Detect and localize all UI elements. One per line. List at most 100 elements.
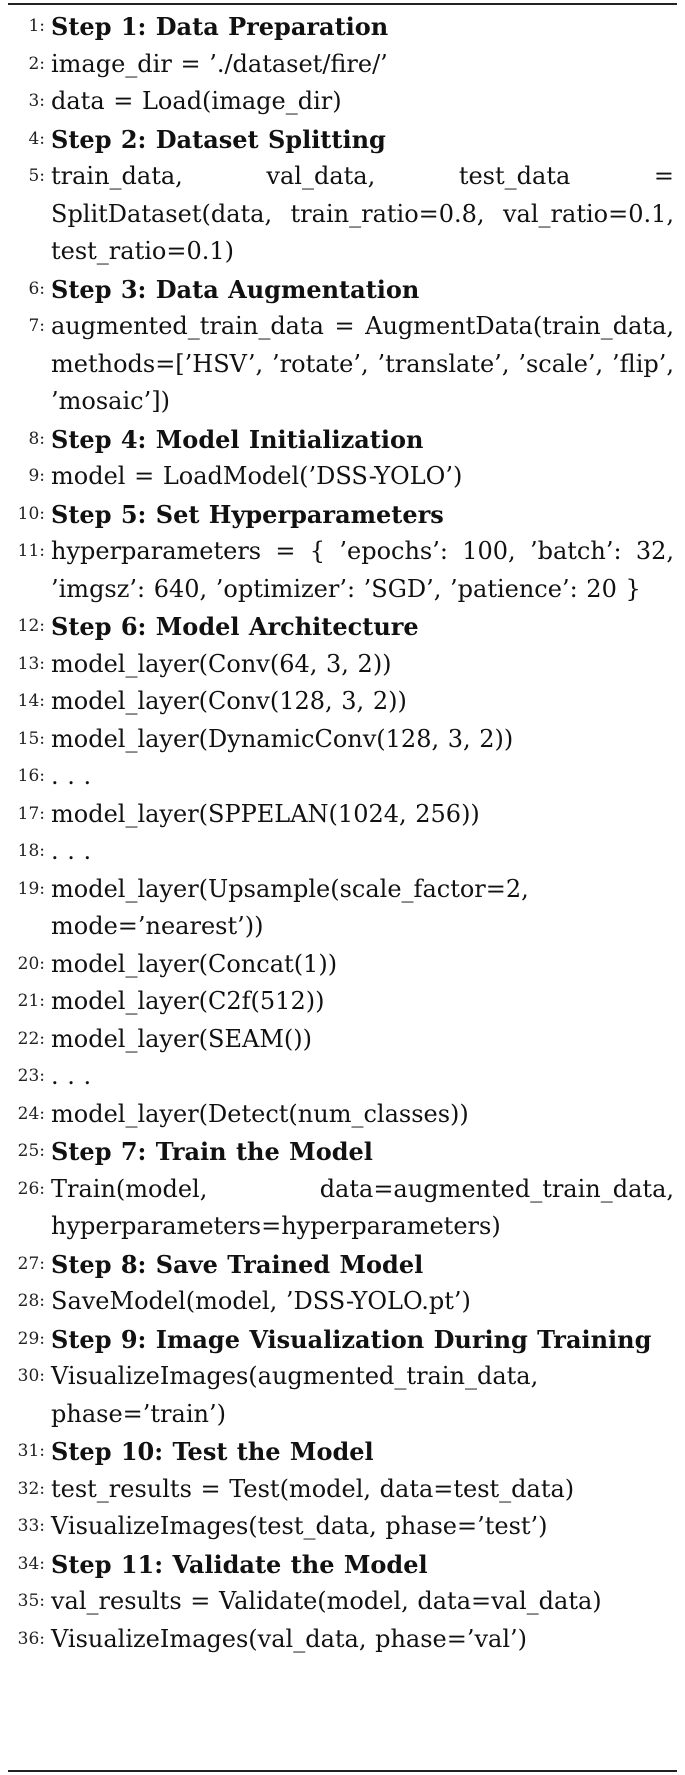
code-statement: test_results = Test(model, data=test_dat… [51, 1474, 575, 1503]
code-statement: model_layer(Concat(1)) [51, 949, 338, 978]
code-statement: model_layer(C2f(512)) [51, 987, 325, 1015]
line-number: 9: [28, 466, 45, 486]
algorithm-line: 33: VisualizeImages(test_data, phase=’tes… [0, 1508, 685, 1546]
algorithm-line: 13:model_layer(Conv(64, 3, 2)) [0, 646, 685, 684]
line-number: 23: [17, 1066, 45, 1086]
algorithm-line: 7: augmented_train_data = AugmentData(tra… [0, 308, 685, 421]
code-statement: model_layer(DynamicConv(128, 3, 2)) [51, 724, 514, 753]
step-heading-line: 12:Step 6: Model Architecture [0, 608, 685, 646]
code-statement: Train(model, data=augmented_train_data, … [51, 1174, 674, 1241]
algorithm-line: 30: VisualizeImages(augmented_train_data,… [0, 1358, 685, 1433]
algorithm-line: 22: model_layer(SEAM()) [0, 1021, 685, 1059]
step-heading-line: 1: Step 1: Data Preparation [0, 8, 685, 46]
code-statement: val_results = Validate(model, data=val_d… [51, 1587, 602, 1615]
code-statement: VisualizeImages(augmented_train_data, ph… [51, 1362, 539, 1428]
algorithm-line: 16: . . . [0, 758, 685, 796]
code-statement: hyperparameters = { ’epochs’: 100, ’batc… [51, 537, 674, 603]
step-heading-line: 6:Step 3: Data Augmentation [0, 271, 685, 309]
line-number: 33: [17, 1516, 45, 1536]
line-number: 21: [17, 991, 45, 1011]
algorithm-line: 35: val_results = Validate(model, data=va… [0, 1583, 685, 1621]
step-heading: Step 11: Validate the Model [51, 1549, 428, 1579]
line-number: 3: [28, 91, 45, 111]
line-number: 22: [17, 1028, 45, 1049]
code-statement: train_data, val_data, test_data = SplitD… [51, 162, 674, 265]
step-heading: Step 1: Data Preparation [51, 12, 389, 41]
line-number: 20: [17, 953, 45, 974]
algorithm-line: 2: image_dir = ’./dataset/fire/’ [0, 46, 685, 84]
line-number: 2: [28, 53, 45, 74]
line-number: 19: [17, 878, 45, 899]
step-heading: Step 5: Set Hyperparameters [51, 499, 444, 529]
line-number: 30: [17, 1366, 45, 1386]
code-statement: data = Load(image_dir) [51, 87, 342, 115]
code-statement: . . . [51, 837, 92, 865]
line-number: 18: [17, 841, 45, 861]
code-statement: augmented_train_data = AugmentData(train… [51, 312, 674, 415]
algorithm-line: 24: model_layer(Detect(num_classes)) [0, 1096, 685, 1134]
step-heading: Step 6: Model Architecture [51, 612, 419, 641]
algorithm-line: 9: model = LoadModel(’DSS-YOLO’) [0, 458, 685, 496]
line-number: 1: [28, 16, 45, 36]
line-number: 32: [17, 1478, 45, 1499]
algorithm-line: 36: VisualizeImages(val_data, phase=’val’… [0, 1621, 685, 1659]
step-heading-line: 8:Step 4: Model Initialization [0, 421, 685, 459]
code-statement: SaveModel(model, ’DSS-YOLO.pt’) [51, 1287, 471, 1315]
code-statement: . . . [51, 762, 92, 790]
line-number: 15: [17, 728, 45, 749]
step-heading: Step 7: Train the Model [51, 1137, 373, 1166]
step-heading-line: 34:Step 11: Validate the Model [0, 1546, 685, 1584]
algorithm-line: 20: model_layer(Concat(1)) [0, 946, 685, 984]
line-number: 29: [17, 1328, 45, 1349]
line-number: 35: [17, 1591, 45, 1611]
code-statement: model_layer(SEAM()) [51, 1024, 312, 1053]
code-statement: model_layer(Conv(128, 3, 2)) [51, 687, 407, 715]
code-statement: model_layer(Upsample(scale_factor=2, mod… [51, 874, 529, 941]
line-number: 14: [17, 691, 45, 711]
algorithm-line: 18: . . . [0, 833, 685, 871]
line-number: 36: [17, 1628, 45, 1649]
line-number: 17: [17, 803, 45, 824]
line-number: 4: [28, 128, 45, 149]
line-number: 8: [28, 428, 45, 449]
line-number: 16: [17, 766, 45, 786]
line-number: 5: [28, 166, 45, 186]
line-number: 10: [17, 503, 45, 524]
line-number: 28: [17, 1291, 45, 1311]
step-heading-line: 29:Step 9: Image Visualization During Tr… [0, 1321, 685, 1359]
step-heading: Step 10: Test the Model [51, 1437, 374, 1466]
algorithm-line: 14: model_layer(Conv(128, 3, 2)) [0, 683, 685, 721]
algorithm-line: 32: test_results = Test(model, data=test_… [0, 1471, 685, 1509]
code-statement: model = LoadModel(’DSS-YOLO’) [51, 462, 463, 490]
algorithm-line: 11: hyperparameters = { ’epochs’: 100, ’b… [0, 533, 685, 608]
line-number: 6: [28, 278, 45, 299]
line-number: 24: [17, 1103, 45, 1124]
step-heading: Step 8: Save Trained Model [51, 1249, 424, 1279]
line-number: 11: [17, 541, 45, 561]
step-heading-line: 25: Step 7: Train the Model [0, 1133, 685, 1171]
code-statement: VisualizeImages(test_data, phase=’test’) [51, 1512, 548, 1540]
line-number: 25: [17, 1141, 45, 1161]
top-rule [8, 3, 677, 5]
algorithm-line: 28: SaveModel(model, ’DSS-YOLO.pt’) [0, 1283, 685, 1321]
code-statement: model_layer(Conv(64, 3, 2)) [51, 649, 392, 678]
algorithm-line: 15: model_layer(DynamicConv(128, 3, 2)) [0, 721, 685, 759]
line-number: 7: [28, 316, 45, 336]
algorithm-line: 17: model_layer(SPPELAN(1024, 256)) [0, 796, 685, 834]
algorithm-line: 5: train_data, val_data, test_data = Spli… [0, 158, 685, 271]
algorithm-line: 26: Train(model, data=augmented_train_dat… [0, 1171, 685, 1246]
algorithm-line: 21: model_layer(C2f(512)) [0, 983, 685, 1021]
code-statement: model_layer(Detect(num_classes)) [51, 1099, 469, 1128]
algorithm-line: 3: data = Load(image_dir) [0, 83, 685, 121]
algorithm-line: 23: . . . [0, 1058, 685, 1096]
step-heading-line: 4:Step 2: Dataset Splitting [0, 121, 685, 159]
code-statement: image_dir = ’./dataset/fire/’ [51, 49, 388, 78]
algorithm-line: 19: model_layer(Upsample(scale_factor=2, … [0, 871, 685, 946]
code-statement: model_layer(SPPELAN(1024, 256)) [51, 799, 480, 828]
line-number: 31: [17, 1441, 45, 1461]
code-statement: . . . [51, 1062, 92, 1090]
step-heading-line: 10: Step 5: Set Hyperparameters [0, 496, 685, 534]
line-number: 27: [17, 1253, 45, 1274]
line-number: 26: [17, 1178, 45, 1199]
code-statement: VisualizeImages(val_data, phase=’val’) [51, 1624, 528, 1653]
